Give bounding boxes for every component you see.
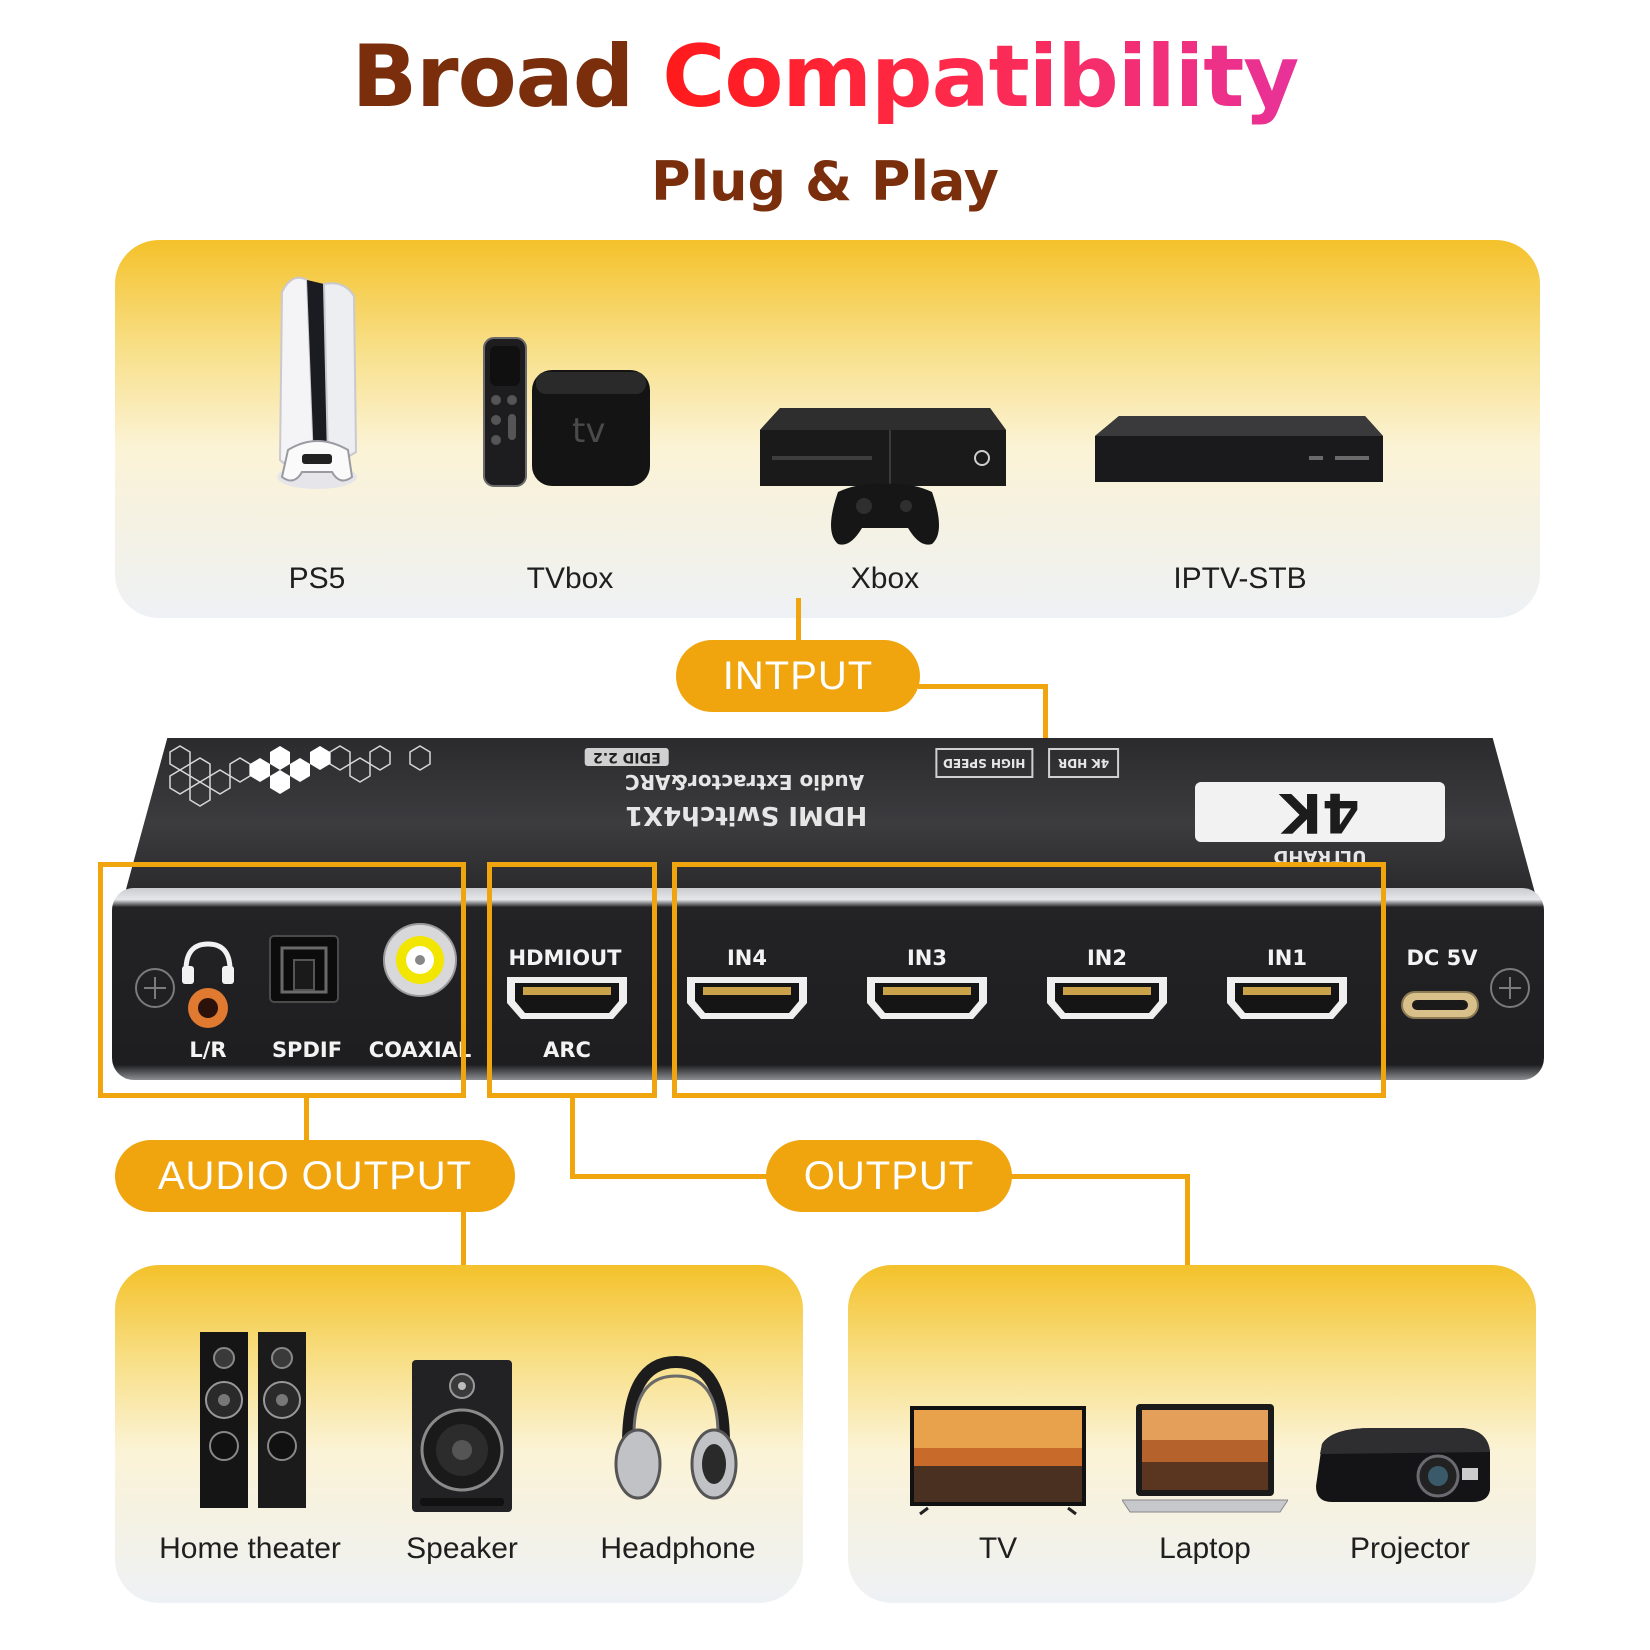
- port-label-in4: IN4: [726, 946, 767, 970]
- audio-wire-down: [461, 1210, 466, 1282]
- hdmi-in2-port-icon: [1047, 977, 1167, 1019]
- output-label-tv: TV: [978, 1532, 1018, 1565]
- settop-box-icon: [1095, 416, 1383, 482]
- tower-speakers-icon: [200, 1332, 306, 1508]
- hdmi-inputs-frame: [672, 862, 1386, 1098]
- audio-label-speaker: Speaker: [406, 1532, 518, 1565]
- input-pill: INTPUT: [676, 640, 920, 712]
- port-label-coaxial: COAXIAL: [368, 1038, 472, 1062]
- port-label-dc: DC 5V: [1406, 946, 1478, 970]
- input-label-iptv-stb: IPTV-STB: [1173, 562, 1307, 595]
- coaxial-port-icon: [383, 923, 457, 997]
- hdmi-out-port-icon: [507, 977, 627, 1019]
- output-wire-left: [570, 1174, 770, 1179]
- headphone-jack-icon: [182, 941, 234, 1028]
- output-label-laptop: Laptop: [1159, 1532, 1251, 1565]
- hdmi-in4-port-icon: [687, 977, 807, 1019]
- page-title: Broad Compatibility: [0, 34, 1650, 120]
- headphone-icon: [614, 1355, 738, 1500]
- output-wire-down: [1185, 1174, 1190, 1282]
- projector-icon: [1316, 1428, 1490, 1502]
- tvbox-icon: tv: [483, 337, 650, 487]
- hdmi-in1-port-icon: [1227, 977, 1347, 1019]
- port-label-in2: IN2: [1086, 946, 1127, 970]
- audio-label-headphone: Headphone: [600, 1532, 756, 1565]
- port-label-in3: IN3: [906, 946, 947, 970]
- audio-wire-up: [304, 1096, 309, 1142]
- page-subtitle: Plug & Play: [651, 150, 999, 213]
- input-wire-right: [918, 684, 1048, 689]
- title-word-compatibility: Compatibility: [662, 27, 1299, 127]
- 4k-badge: 4K: [1195, 781, 1445, 844]
- speaker-icon: [412, 1360, 512, 1512]
- honeycomb-pattern-icon: [169, 745, 431, 807]
- edid-badge: EDID 2.2: [585, 748, 669, 766]
- input-label-xbox: Xbox: [850, 562, 920, 595]
- 4k-hdr-badge: 4K HDR: [1048, 748, 1120, 778]
- xbox-console-icon: [760, 408, 1006, 545]
- audio-label-home-theater: Home theater: [159, 1532, 341, 1565]
- hdmi-out-frame: [487, 862, 657, 1098]
- screw-left-icon: [135, 968, 175, 1008]
- spdif-port-icon: [269, 935, 339, 1003]
- device-model-name: HDMI Switch4X1: [625, 800, 868, 830]
- port-label-spdif: SPDIF: [271, 1038, 343, 1062]
- port-label-arc: ARC: [543, 1038, 591, 1062]
- tv-icon: [910, 1406, 1086, 1516]
- title-word-broad: Broad: [351, 27, 635, 127]
- ps5-console-icon: [277, 276, 358, 489]
- output-label-projector: Projector: [1349, 1532, 1471, 1565]
- device-model-subtitle: Audio Extractor&ARC: [625, 770, 865, 794]
- output-wire-up: [570, 1096, 575, 1178]
- hdmi-in3-port-icon: [867, 977, 987, 1019]
- laptop-icon: [1122, 1404, 1288, 1513]
- input-label-tvbox: TVbox: [526, 562, 614, 595]
- svg-text:tv: tv: [572, 411, 605, 451]
- port-label-lr: L/R: [189, 1038, 227, 1062]
- port-label-in1: IN1: [1266, 946, 1307, 970]
- port-label-hdmi-out: HDMIOUT: [508, 946, 622, 970]
- output-wire-right: [1010, 1174, 1190, 1179]
- usb-c-power-port-icon: [1401, 991, 1479, 1019]
- audio-ports-frame: [98, 862, 466, 1098]
- output-pill: OUTPUT: [766, 1140, 1012, 1212]
- screw-right-icon: [1490, 968, 1530, 1008]
- input-wire-up: [796, 598, 801, 642]
- audio-output-pill: AUDIO OUTPUT: [115, 1140, 515, 1212]
- high-speed-badge: HIGH SPEED: [935, 748, 1034, 778]
- input-label-ps5: PS5: [288, 562, 346, 595]
